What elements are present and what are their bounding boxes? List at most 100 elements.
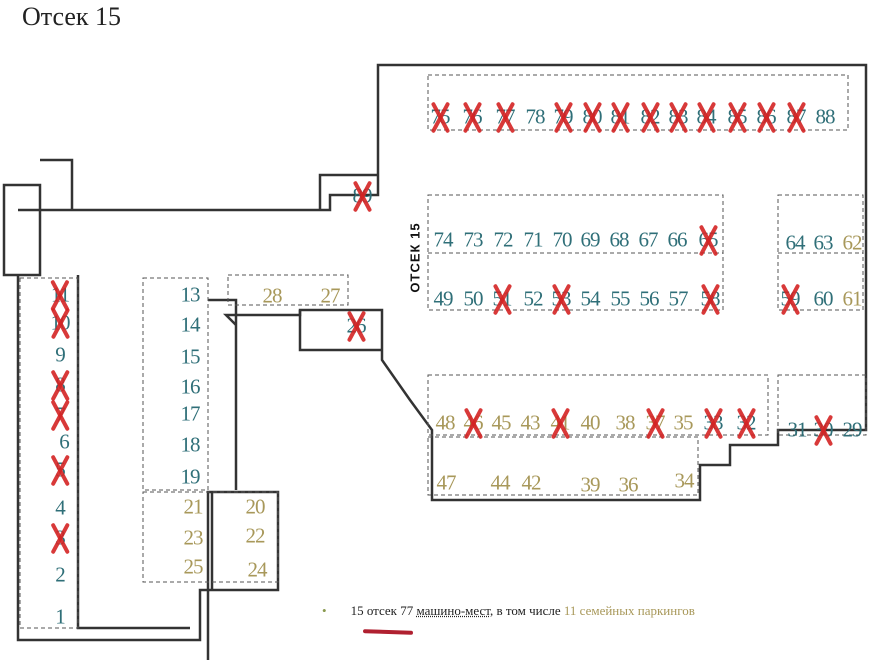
spot-number: 35 [673, 410, 694, 435]
parking-spot-80: 80 [583, 106, 603, 128]
spot-number: 56 [639, 286, 660, 311]
parking-spot-64: 64 [786, 232, 806, 254]
spot-number: 26 [346, 313, 367, 338]
spot-number: 30 [813, 417, 834, 442]
parking-spot-79: 79 [554, 106, 574, 128]
parking-spot-21: 21 [183, 494, 204, 519]
page-title: Отсек 15 [22, 2, 121, 31]
parking-spot-52: 52 [523, 286, 544, 311]
spot-number: 57 [668, 286, 689, 311]
parking-spot-18: 18 [180, 432, 201, 457]
spot-number: 38 [615, 410, 636, 435]
spot-number: 49 [433, 286, 454, 311]
spot-number: 82 [640, 104, 661, 129]
parking-spot-72: 72 [493, 227, 514, 252]
parking-spot-45: 45 [492, 412, 512, 434]
parking-spot-77: 77 [495, 104, 516, 129]
spot-number: 83 [668, 104, 689, 129]
parking-spot-39: 39 [581, 474, 601, 496]
spot-number: 60 [813, 286, 834, 311]
parking-spot-41: 41 [550, 410, 571, 435]
spot-number: 78 [525, 104, 546, 129]
parking-spot-66: 66 [668, 229, 688, 251]
spot-number: 41 [550, 410, 571, 435]
caption-part3: , в том числе [489, 603, 564, 618]
spot-number: 50 [463, 286, 484, 311]
parking-spot-78: 78 [525, 104, 546, 129]
parking-spot-55: 55 [610, 286, 631, 311]
parking-spot-40: 40 [581, 412, 601, 434]
parking-spot-73: 73 [463, 227, 484, 252]
spot-number: 18 [180, 432, 201, 457]
spot-number: 55 [610, 286, 631, 311]
parking-spot-28: 28 [263, 285, 283, 307]
parking-spot-54: 54 [581, 288, 601, 310]
parking-spot-43: 43 [521, 412, 541, 434]
spot-number: 85 [727, 104, 748, 129]
spot-number: 27 [320, 283, 341, 308]
spot-number: 59 [780, 286, 801, 311]
parking-spot-63: 63 [814, 232, 834, 254]
parking-spot-13: 13 [180, 282, 201, 307]
parking-spot-42: 42 [521, 470, 542, 495]
parking-spot-5: 5 [55, 459, 65, 481]
parking-spot-76: 76 [463, 106, 483, 128]
parking-spot-16: 16 [181, 376, 201, 398]
parking-spot-61: 61 [842, 286, 863, 311]
parking-spot-47: 47 [437, 472, 457, 494]
parking-spot-67: 67 [639, 229, 659, 251]
spot-number: 13 [180, 282, 201, 307]
spot-number: 22 [245, 523, 266, 548]
spot-number: 6 [59, 429, 69, 454]
spot-number: 36 [618, 472, 639, 497]
parking-spot-8: 8 [55, 374, 65, 396]
spot-number: 25 [183, 554, 204, 579]
spot-number: 61 [842, 286, 863, 311]
spot-number: 9 [55, 342, 65, 367]
spot-number: 77 [495, 104, 516, 129]
caption-part2: машино-мест [416, 603, 490, 618]
parking-spot-83: 83 [668, 104, 689, 129]
caption-part1: 15 отсек 77 [350, 603, 417, 618]
parking-spot-3: 3 [55, 527, 65, 549]
parking-spot-57: 57 [668, 286, 689, 311]
parking-spot-48: 48 [436, 412, 456, 434]
parking-spot-58: 58 [701, 288, 721, 310]
spot-number: 21 [183, 494, 204, 519]
parking-spot-22: 22 [245, 523, 266, 548]
parking-spot-65: 65 [699, 229, 719, 251]
spot-number: 33 [703, 410, 724, 435]
spot-number: 69 [580, 227, 601, 252]
spot-number: 70 [552, 227, 573, 252]
parking-spot-82: 82 [640, 104, 661, 129]
spot-number: 15 [180, 344, 201, 369]
spot-number: 20 [245, 494, 266, 519]
parking-spot-46: 46 [464, 412, 484, 434]
parking-spot-70: 70 [552, 227, 573, 252]
spot-number: 34 [674, 468, 695, 493]
spot-number: 72 [493, 227, 514, 252]
spot-number: 89 [352, 183, 373, 208]
parking-spot-26: 26 [346, 313, 367, 338]
spot-number: 14 [180, 312, 201, 337]
parking-spot-29: 29 [843, 419, 863, 441]
parking-spot-68: 68 [610, 229, 630, 251]
parking-spot-74: 74 [434, 229, 454, 251]
spot-number: 71 [523, 227, 544, 252]
parking-spot-27: 27 [320, 283, 341, 308]
section-label: ОТСЕК 15 [407, 222, 423, 293]
parking-spot-89: 89 [352, 183, 373, 208]
spot-number: 42 [521, 470, 542, 495]
spot-number: 52 [523, 286, 544, 311]
spot-number: 73 [463, 227, 484, 252]
spot-number: 62 [842, 230, 863, 255]
parking-spot-2: 2 [55, 564, 65, 586]
parking-spot-10: 10 [51, 312, 71, 334]
spot-number: 32 [736, 410, 757, 435]
parking-spot-37: 37 [646, 412, 666, 434]
parking-spot-30: 30 [813, 417, 834, 442]
caption-family: 11 семейных паркингов [563, 603, 695, 618]
parking-spot-11: 11 [51, 284, 70, 306]
spot-number: 75 [430, 104, 451, 129]
